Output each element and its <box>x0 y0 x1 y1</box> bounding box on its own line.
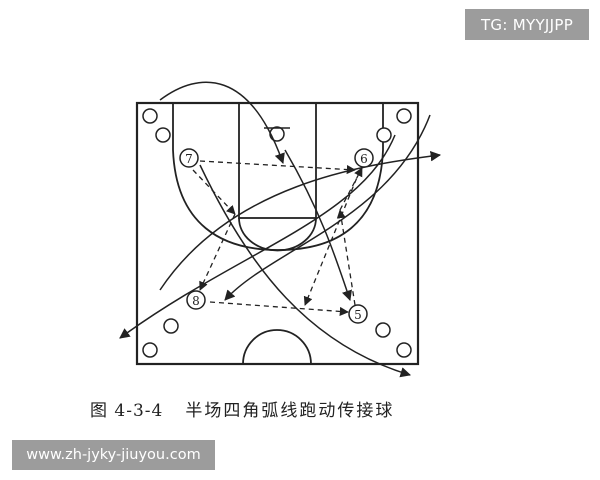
run-path <box>284 149 352 301</box>
pass-line <box>339 167 363 211</box>
player-number: 7 <box>185 152 193 166</box>
pass-line <box>192 169 236 215</box>
player-number: 6 <box>360 152 368 166</box>
watermark-bottom: www.zh-jyky-jiuyou.com <box>12 440 215 470</box>
center-circle <box>242 329 312 365</box>
run-path <box>159 81 285 164</box>
figure-caption: 图 4-3-4 半场四角弧线跑动传接球 <box>90 396 510 421</box>
corner-marker <box>142 342 158 358</box>
corner-marker <box>376 127 392 143</box>
watermark-top: TG: MYYJJPP <box>465 9 589 40</box>
court-boundary <box>135 101 420 366</box>
corner-marker <box>396 342 412 358</box>
pass-line <box>199 160 356 175</box>
player-8: 8 <box>186 290 206 310</box>
player-7: 7 <box>179 148 199 168</box>
free-throw-circle <box>238 217 317 252</box>
corner-marker <box>155 127 171 143</box>
pass-line <box>199 213 236 291</box>
corner-marker <box>163 318 179 334</box>
player-5: 5 <box>348 304 368 324</box>
run-path <box>159 150 442 291</box>
figure-number: 图 4-3-4 <box>90 401 164 421</box>
free-throw-lane <box>238 102 317 219</box>
basket <box>269 126 285 142</box>
player-number: 8 <box>192 294 200 308</box>
pass-line <box>303 169 361 306</box>
pass-line <box>209 301 349 316</box>
three-point-arc <box>172 103 384 251</box>
player-6: 6 <box>354 148 374 168</box>
run-path <box>199 164 412 378</box>
figure-title: 半场四角弧线跑动传接球 <box>185 401 395 421</box>
corner-marker <box>142 108 158 124</box>
player-number: 5 <box>354 308 362 322</box>
run-path <box>119 134 396 339</box>
corner-marker <box>375 322 391 338</box>
corner-marker <box>396 108 412 124</box>
run-path <box>224 114 431 301</box>
pass-line <box>336 209 356 306</box>
